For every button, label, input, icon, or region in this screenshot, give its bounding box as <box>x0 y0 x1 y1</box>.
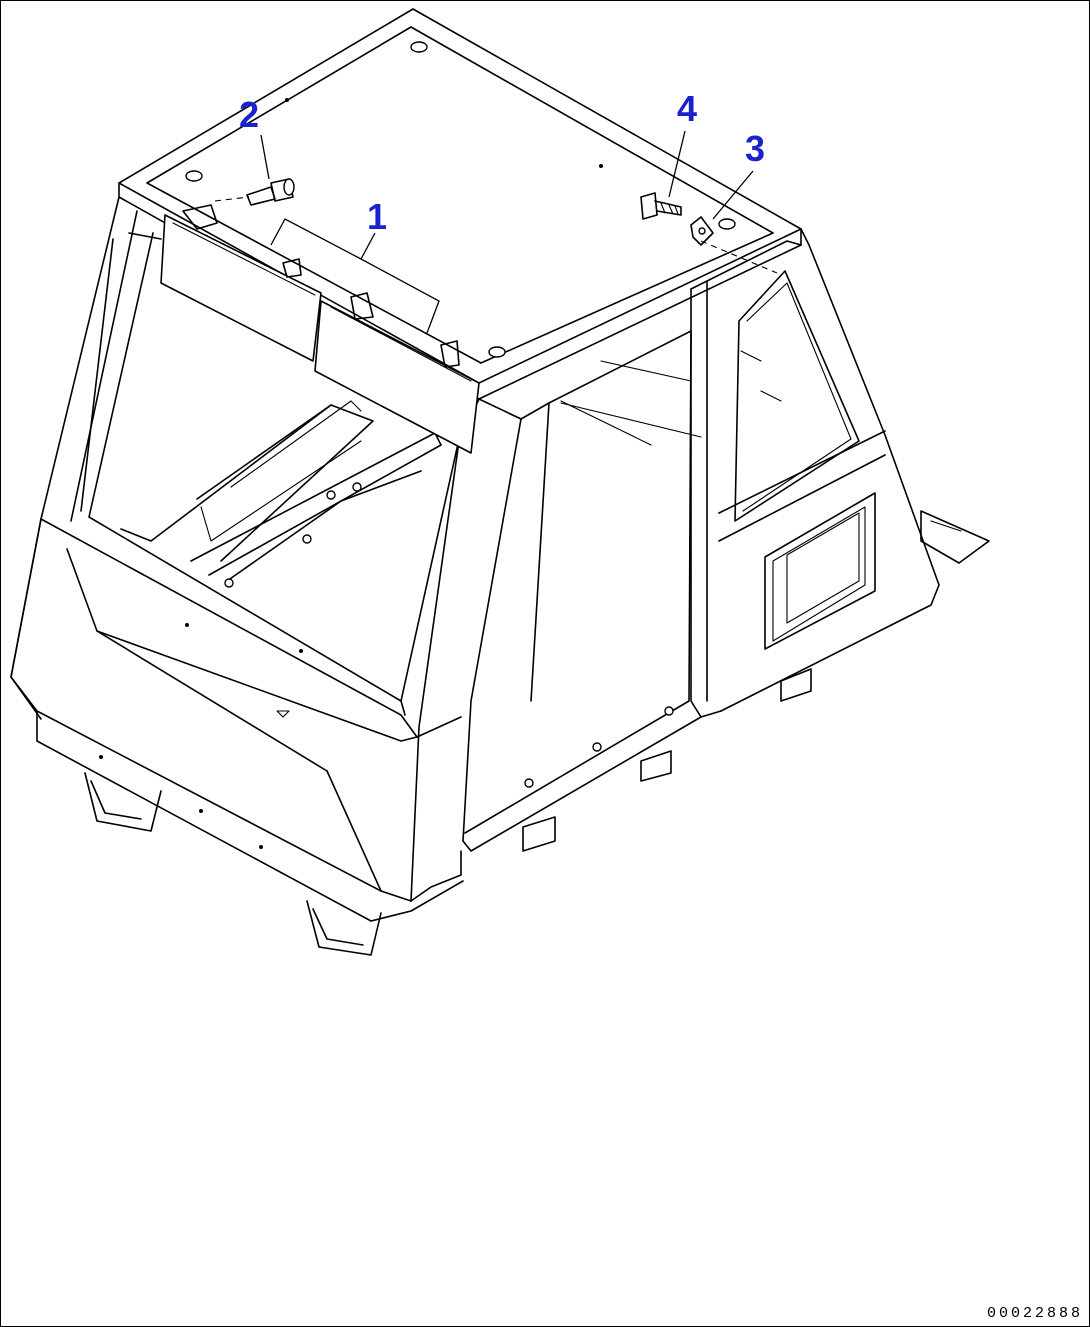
callout-2: 2 <box>239 94 260 135</box>
sun-visor-assembly <box>160 204 480 454</box>
drawing-number: 00022888 <box>986 1305 1083 1322</box>
cab-interior-floor <box>120 400 442 588</box>
cab-roof <box>118 8 802 400</box>
cab-rear-side <box>690 228 990 712</box>
callout-1: 1 <box>367 196 388 237</box>
callout-leaders <box>214 130 778 334</box>
part-2-bolt <box>246 178 295 206</box>
cab-front-lower-panel <box>10 518 464 922</box>
callout-4: 4 <box>677 88 698 129</box>
part-3-clip <box>690 216 714 246</box>
cab-door-opening <box>462 280 722 852</box>
part-4-bolt <box>640 192 682 220</box>
cab-base <box>84 755 462 956</box>
callout-3: 3 <box>745 128 766 169</box>
